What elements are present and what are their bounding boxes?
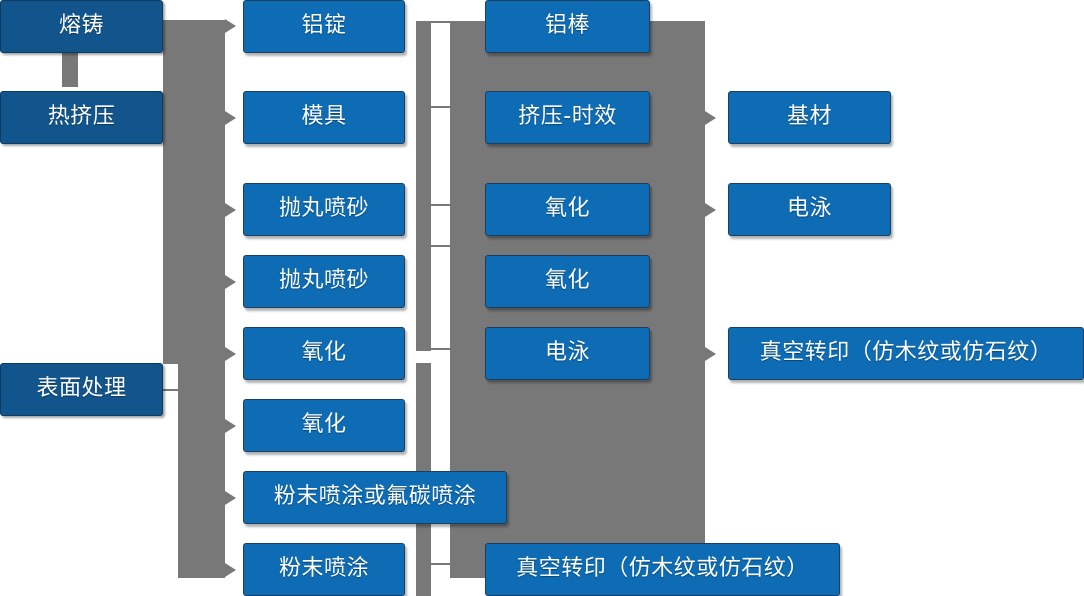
tick-6	[431, 563, 453, 565]
proc-shot-blast-2[interactable]: 抛丸喷砂	[243, 251, 408, 308]
arrow-to-out-1	[705, 111, 716, 125]
proc-oxidize-1[interactable]: 氧化	[243, 323, 408, 380]
tick-1	[431, 21, 453, 23]
arrow-to-col2-5	[225, 347, 236, 361]
out-vacuum-transfer[interactable]: 真空转印（仿木纹或仿石纹）	[728, 323, 1084, 380]
node-label: 氧化	[544, 196, 590, 222]
connector-stage-drop	[62, 53, 78, 87]
node-label: 电泳	[786, 196, 832, 222]
proc-oxidize-2[interactable]: 氧化	[243, 395, 408, 452]
arrow-to-col2-1	[225, 19, 236, 33]
node-label: 铝锭	[301, 13, 347, 39]
node-label: 氧化	[301, 412, 347, 438]
arrow-to-col2-8	[225, 563, 236, 577]
node-label: 热挤压	[47, 104, 116, 130]
node-label: 模具	[301, 104, 347, 130]
node-label: 基材	[786, 104, 832, 130]
node-label: 粉末喷涂	[278, 556, 369, 582]
node-label: 氧化	[301, 340, 347, 366]
connector-surface-stem	[163, 389, 185, 391]
tick-5	[431, 348, 453, 350]
node-label: 电泳	[544, 340, 590, 366]
proc-aluminum-ingot[interactable]: 铝锭	[243, 0, 408, 53]
node-label: 氧化	[544, 268, 590, 294]
proc-powder-or-fluorocarbon[interactable]: 粉末喷涂或氟碳喷涂	[243, 467, 510, 524]
tick-2	[431, 106, 453, 108]
proc-electrophoresis[interactable]: 电泳	[485, 323, 653, 380]
connector-rail-upper	[416, 21, 431, 351]
node-label: 真空转印（仿木纹或仿石纹）	[516, 556, 809, 582]
arrow-to-out-3	[705, 347, 716, 361]
proc-mold[interactable]: 模具	[243, 87, 408, 144]
stage-surface[interactable]: 表面处理	[0, 363, 163, 416]
arrow-to-out-2	[705, 203, 716, 217]
tick-3	[431, 204, 453, 206]
arrow-to-col2-3	[225, 203, 236, 217]
proc-powder-coating[interactable]: 粉末喷涂	[243, 539, 408, 596]
node-label: 抛丸喷砂	[278, 196, 369, 222]
arrow-to-col2-7	[225, 491, 236, 505]
proc-vacuum-transfer-bottom[interactable]: 真空转印（仿木纹或仿石纹）	[485, 539, 843, 596]
out-base-material[interactable]: 基材	[728, 87, 894, 144]
node-label: 铝棒	[544, 13, 590, 39]
stage-hot-extrude[interactable]: 热挤压	[0, 91, 163, 144]
arrow-to-col2-6	[225, 419, 236, 433]
node-label: 挤压-时效	[518, 104, 617, 130]
node-label: 粉末喷涂或氟碳喷涂	[273, 484, 477, 510]
tick-4	[431, 245, 453, 247]
connector-trunk-lower	[178, 364, 225, 578]
proc-oxidize-4[interactable]: 氧化	[485, 251, 653, 308]
node-label: 熔铸	[58, 13, 104, 39]
arrow-to-col2-4	[225, 275, 236, 289]
proc-shot-blast-1[interactable]: 抛丸喷砂	[243, 179, 408, 236]
connector-trunk-upper	[163, 20, 225, 364]
node-label: 表面处理	[36, 376, 127, 402]
proc-oxidize-3[interactable]: 氧化	[485, 179, 653, 236]
arrow-to-col2-2	[225, 111, 236, 125]
proc-extrude-aging[interactable]: 挤压-时效	[485, 87, 653, 144]
node-label: 抛丸喷砂	[278, 268, 369, 294]
out-electrophoresis[interactable]: 电泳	[728, 179, 894, 236]
proc-aluminum-bar[interactable]: 铝棒	[485, 0, 653, 53]
node-label: 真空转印（仿木纹或仿石纹）	[759, 340, 1053, 366]
stage-melt-cast[interactable]: 熔铸	[0, 0, 163, 53]
